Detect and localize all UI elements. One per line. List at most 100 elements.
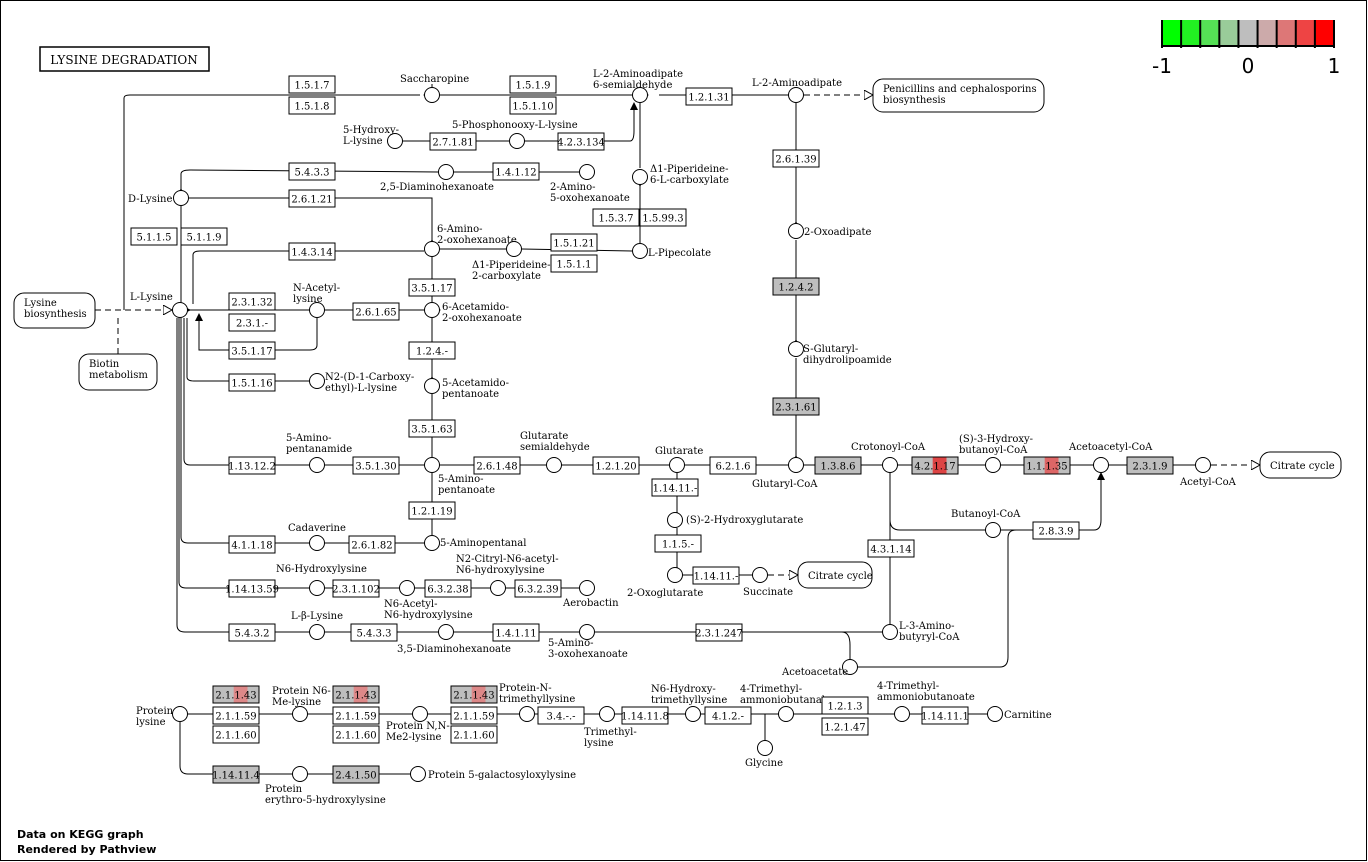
enzyme-1-5-1-7[interactable]: 1.5.1.7 [288, 75, 336, 94]
enzyme-2-1-1-43[interactable]: 2.1.1.43 [332, 685, 380, 704]
enzyme-3-5-1-17[interactable]: 3.5.1.17 [228, 341, 276, 360]
compound-nalys[interactable]: N-Acetyl-lysine [293, 283, 340, 318]
enzyme-2-3-1--[interactable]: 2.3.1.- [228, 313, 276, 332]
compound-acac[interactable]: Acetoacetate [781, 659, 858, 679]
enzyme-2-6-1-65[interactable]: 2.6.1.65 [352, 302, 400, 321]
compound-pip6c[interactable]: Δ1-Piperideine-6-L-carboxylate [632, 164, 729, 186]
enzyme-1-4-3-14[interactable]: 1.4.3.14 [288, 242, 336, 261]
compound-n2dcel[interactable]: N2-(D-1-Carboxy-ethyl)-L-lysine [309, 372, 415, 394]
enzyme-4-1-1-18[interactable]: 4.1.1.18 [228, 535, 276, 554]
compound-2oxo[interactable]: 2-Oxoadipate [788, 223, 872, 239]
enzyme-4-1-2--[interactable]: 4.1.2.- [704, 706, 752, 725]
enzyme-3-4----[interactable]: 3.4.-.- [537, 706, 585, 725]
enzyme-2-3-1-32[interactable]: 2.3.1.32 [228, 292, 276, 311]
enzyme-2-6-1-82[interactable]: 2.6.1.82 [348, 535, 396, 554]
compound-bcoa[interactable]: Butanoyl-CoA [951, 509, 1021, 538]
enzyme-2-3-1-102[interactable]: 2.3.1.102 [332, 579, 380, 598]
enzyme-1-13-12-2[interactable]: 1.13.12.2 [228, 456, 276, 475]
compound-succ[interactable]: Succinate [743, 567, 793, 599]
compound-tml[interactable]: Trimethyl-lysine [584, 706, 637, 750]
enzyme-3-5-1-30[interactable]: 3.5.1.30 [352, 456, 400, 475]
compound-glut[interactable]: Glutarate [655, 446, 703, 473]
enzyme-1-5-1-1[interactable]: 1.5.1.1 [550, 254, 598, 273]
enzyme-3-5-1-63[interactable]: 3.5.1.63 [408, 419, 456, 438]
enzyme-5-4-3-3[interactable]: 5.4.3.3 [288, 162, 336, 181]
enzyme-1-5-1-10[interactable]: 1.5.1.10 [509, 96, 557, 115]
enzyme-5-4-3-2[interactable]: 5.4.3.2 [228, 623, 276, 642]
compound-s2hg[interactable]: (S)-2-Hydroxyglutarate [667, 512, 804, 528]
compound-cad[interactable]: Cadaverine [288, 523, 346, 551]
compound-5apa[interactable]: 5-Amino-pentanamide [286, 433, 352, 473]
compound-crot[interactable]: Crotonoyl-CoA [851, 442, 926, 473]
compound-aerob[interactable]: Aerobactin [562, 580, 619, 610]
map-link-citrate2[interactable]: Citrate cycle [797, 561, 873, 589]
enzyme-2-6-1-48[interactable]: 2.6.1.48 [473, 456, 521, 475]
compound-glutcoa[interactable]: Glutaryl-CoA [752, 457, 818, 491]
enzyme-6-3-2-38[interactable]: 6.3.2.38 [424, 579, 472, 598]
enzyme-1-2-1-47[interactable]: 1.2.1.47 [821, 717, 869, 736]
compound-dlys[interactable]: D-Lysine [128, 190, 189, 206]
enzyme-5-4-3-3[interactable]: 5.4.3.3 [350, 623, 398, 642]
compound-l2aa[interactable]: L-2-Aminoadipate [752, 78, 842, 103]
enzyme-1-2-4--[interactable]: 1.2.4.- [408, 341, 456, 360]
enzyme-1-1-1-35[interactable]: 1.1.1.35 [1023, 456, 1071, 475]
compound-pn6ml[interactable]: Protein N6-Me-lysine [272, 686, 331, 722]
map-link-citrate1[interactable]: Citrate cycle [1259, 451, 1342, 479]
compound-pnnm2[interactable]: Protein N,N-Me2-lysine [386, 706, 450, 744]
enzyme-1-5-1-16[interactable]: 1.5.1.16 [228, 373, 276, 392]
enzyme-2-6-1-21[interactable]: 2.6.1.21 [288, 189, 336, 208]
compound-4tmabt[interactable]: 4-Trimethyl-ammoniobutanoate [877, 681, 975, 722]
enzyme-4-3-1-14[interactable]: 4.3.1.14 [867, 539, 915, 558]
enzyme-3-5-1-17[interactable]: 3.5.1.17 [408, 278, 456, 297]
enzyme-1-5-1-9[interactable]: 1.5.1.9 [509, 75, 557, 94]
compound-5ap[interactable]: 5-Amino-pentanoate [424, 457, 496, 497]
compound-pip2c[interactable]: Δ1-Piperideine-2-carboxylate [472, 241, 550, 283]
enzyme-1-2-1-3[interactable]: 1.2.1.3 [821, 696, 869, 715]
enzyme-2-3-1-247[interactable]: 2.3.1.247 [695, 623, 743, 642]
compound-5apal[interactable]: 5-Aminopentanal [424, 535, 527, 551]
compound-n6ahl[interactable]: N6-Acetyl-N6-hydroxylysine [384, 580, 473, 622]
compound-5a3o[interactable]: 5-Amino-3-oxohexanoate [548, 624, 628, 661]
compound-35dah[interactable]: 3,5-Diaminohexanoate [397, 624, 511, 656]
compound-6aa2o[interactable]: 6-Acetamido-2-oxohexanoate [424, 302, 522, 324]
enzyme-1-2-4-2[interactable]: 1.2.4.2 [772, 277, 820, 296]
enzyme-4-2-1-17[interactable]: 4.2.1.17 [911, 456, 959, 475]
enzyme-1-14-11-8[interactable]: 1.14.11.8 [621, 706, 669, 725]
compound-lbl[interactable]: L-β-Lysine [291, 611, 343, 640]
compound-pntml[interactable]: Protein-N-trimethyllysine [499, 683, 575, 722]
enzyme-2-3-1-61[interactable]: 2.3.1.61 [772, 397, 820, 416]
compound-n6hl[interactable]: N6-Hydroxylysine [276, 564, 367, 596]
enzyme-2-6-1-39[interactable]: 2.6.1.39 [772, 149, 820, 168]
enzyme-2-1-1-59[interactable]: 2.1.1.59 [212, 706, 260, 725]
enzyme-1-5-1-21[interactable]: 1.5.1.21 [550, 233, 598, 252]
compound-5acp[interactable]: 5-Acetamido-pentanoate [424, 378, 509, 400]
enzyme-2-1-1-60[interactable]: 2.1.1.60 [212, 725, 260, 744]
enzyme-5-1-1-5[interactable]: 5.1.1.5 [130, 227, 178, 246]
enzyme-2-8-3-9[interactable]: 2.8.3.9 [1032, 521, 1080, 540]
compound-l3ab[interactable]: L-3-Amino-butyryl-CoA [882, 621, 961, 643]
compound-llys[interactable]: L-Lysine [130, 292, 188, 318]
compound-sacch[interactable]: Saccharopine [400, 74, 469, 103]
compound-5hl[interactable]: 5-Hydroxy-L-lysine [343, 125, 403, 149]
compound-4tmab[interactable]: 4-Trimethyl-ammoniobutanal [740, 684, 825, 722]
enzyme-1-5-1-8[interactable]: 1.5.1.8 [288, 96, 336, 115]
enzyme-2-7-1-81[interactable]: 2.7.1.81 [429, 132, 477, 151]
enzyme-1-2-1-31[interactable]: 1.2.1.31 [685, 87, 733, 106]
compound-p5gl[interactable]: Protein 5-galactosyloxylysine [410, 766, 577, 782]
enzyme-2-3-1-9[interactable]: 2.3.1.9 [1126, 456, 1174, 475]
enzyme-2-1-1-59[interactable]: 2.1.1.59 [332, 706, 380, 725]
enzyme-1-2-1-20[interactable]: 1.2.1.20 [592, 456, 640, 475]
compound-acoa[interactable]: Acetyl-CoA [1179, 457, 1237, 489]
compound-6a2o[interactable]: 6-Amino-2-oxohexanoate [424, 224, 517, 257]
enzyme-1-14-11-1[interactable]: 1.14.11.1 [921, 706, 969, 725]
compound-25dah[interactable]: 2,5-Diaminohexanoate [380, 164, 494, 194]
enzyme-1-3-8-6[interactable]: 1.3.8.6 [814, 456, 862, 475]
compound-2og[interactable]: 2-Oxoglutarate [627, 567, 703, 600]
compound-n2c[interactable]: N2-Citryl-N6-acetyl-N6-hydroxylysine [456, 554, 559, 596]
enzyme-2-1-1-60[interactable]: 2.1.1.60 [450, 725, 498, 744]
